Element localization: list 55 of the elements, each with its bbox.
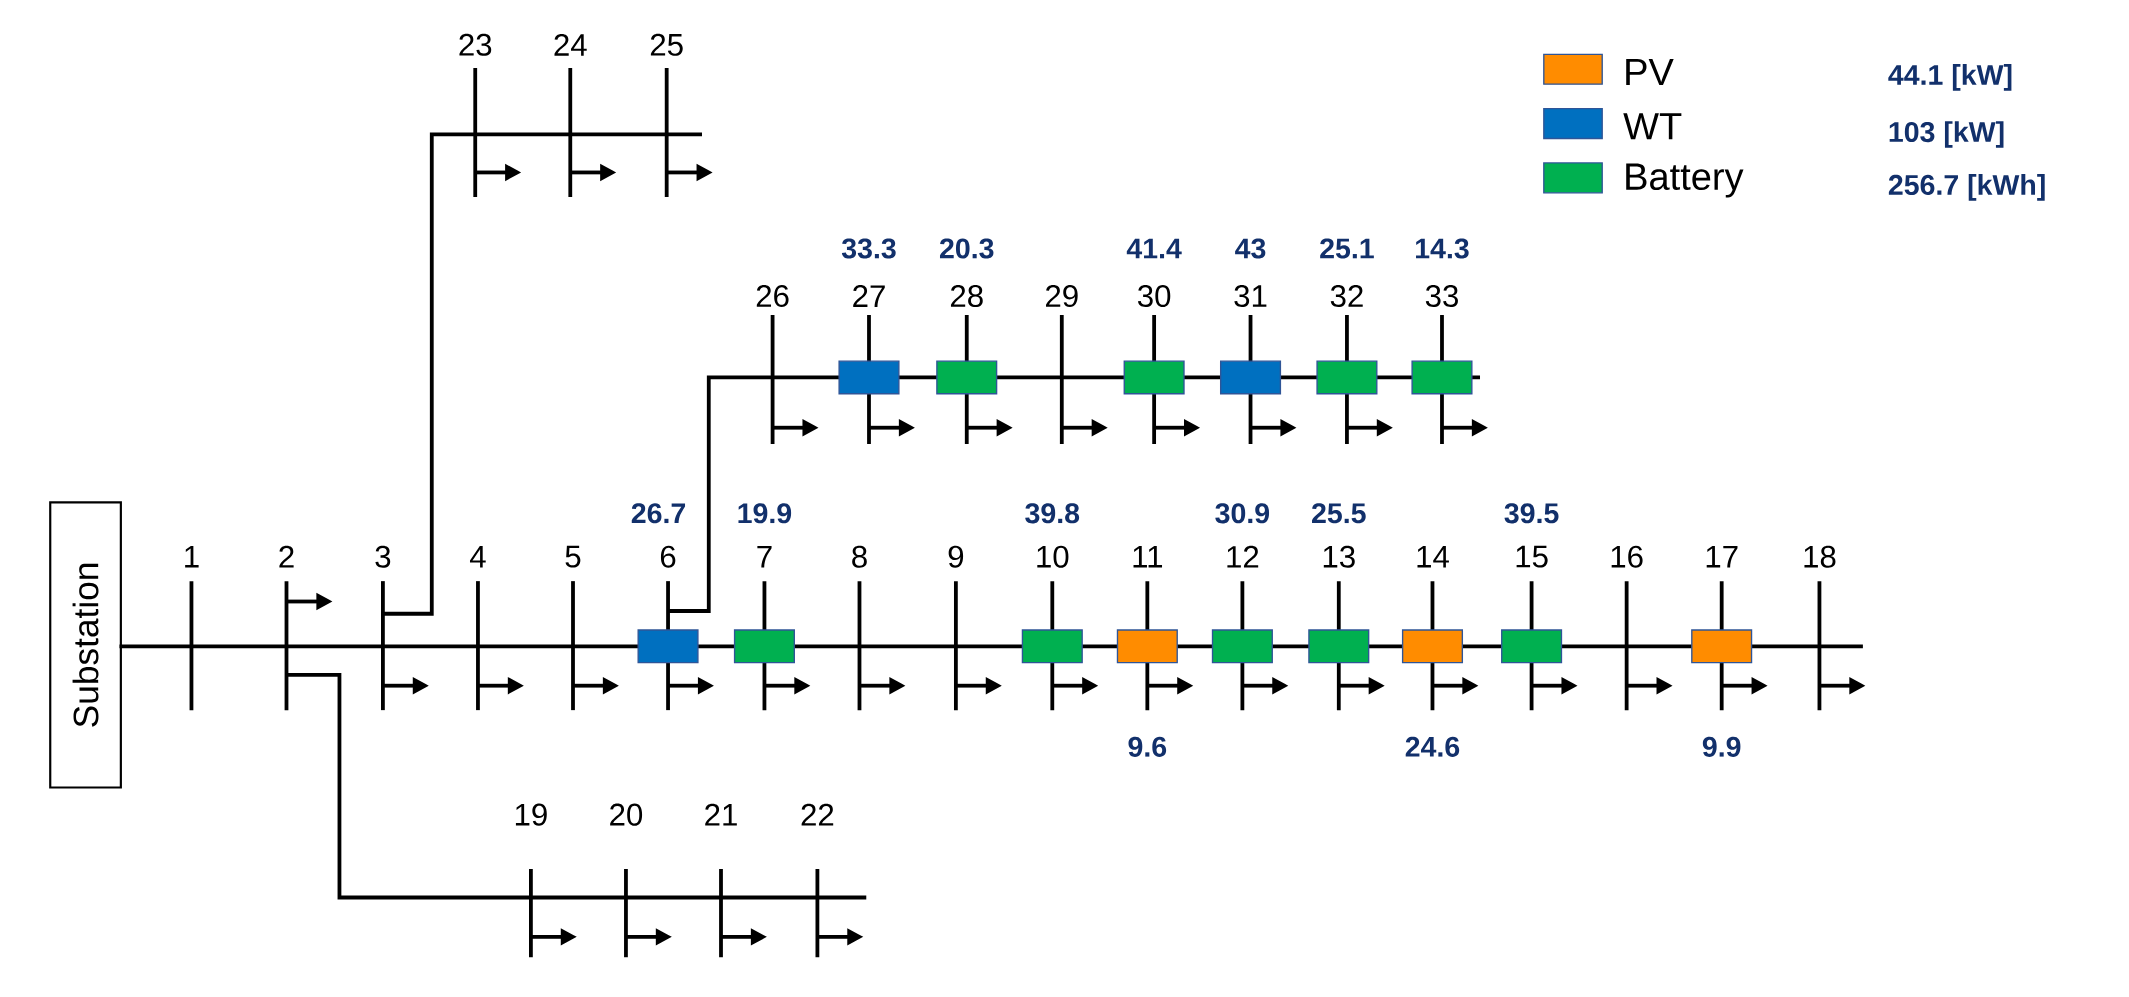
bus-number: 9 [948,545,964,568]
bus-number: 16 [1611,545,1643,568]
size-value: 41.4 [1126,238,1182,259]
bus-number: 21 [705,803,737,826]
bus-number: 32 [1330,285,1363,308]
bus-number: 23 [459,33,492,57]
bus-number: 8 [852,545,867,568]
capacity-value: 103 [kW] [1889,121,2004,148]
bus-number: 2 [279,546,294,568]
bus-number: 19 [515,803,547,826]
bus-number: 25 [650,33,683,57]
bus-number: 3 [375,545,391,568]
size-value: 25.5 [1312,503,1366,524]
bus-number: 33 [1425,285,1458,308]
bus-number: 30 [1137,285,1171,308]
size-value: 43 [1235,238,1266,259]
bus-number: 7 [757,546,772,568]
size-value: 9.9 [1702,736,1741,758]
size-value: 39.8 [1025,503,1080,524]
bus-number: 14 [1417,546,1449,568]
size-value: 39.5 [1504,503,1559,524]
size-value: 20.3 [940,238,994,259]
bus-number: 28 [950,285,983,308]
capacity-value: 44.1 [kW] [1888,64,2012,91]
bus-number: 22 [801,803,834,826]
size-value: 26.7 [631,503,686,524]
bus-number: 31 [1234,285,1267,308]
size-value: 30.9 [1215,503,1270,524]
legend-label: WT [1623,113,1682,140]
capacity-value: 256.7 [kWh] [1888,174,2045,201]
bus-number: 15 [1516,546,1548,568]
bus-number: 29 [1046,285,1078,308]
bus-number: 12 [1227,546,1259,568]
bus-number: 13 [1323,545,1355,568]
legend-label: Battery [1626,163,1744,198]
bus-number: 11 [1133,546,1163,568]
bus-number: 18 [1804,545,1836,568]
bus-number: 5 [565,546,581,568]
bus-number: 24 [554,34,587,56]
bus-number: 27 [853,285,885,308]
size-value: 24.6 [1405,736,1460,758]
bus-number: 1 [185,546,199,568]
bus-number: 26 [756,285,789,308]
legend-label: PV [1626,59,1674,86]
bus-number: 6 [660,545,676,568]
size-value: 14.3 [1416,238,1469,259]
size-value: 25.1 [1320,238,1374,259]
size-value: 19.9 [738,503,792,524]
bus-number: 10 [1037,545,1069,568]
size-value: 9.6 [1128,736,1167,758]
bus-number: 17 [1706,546,1738,568]
size-value: 33.3 [841,238,896,259]
substation-box: Substation [49,501,122,789]
bus-number: 20 [610,803,643,826]
bus-number: 4 [470,546,486,568]
